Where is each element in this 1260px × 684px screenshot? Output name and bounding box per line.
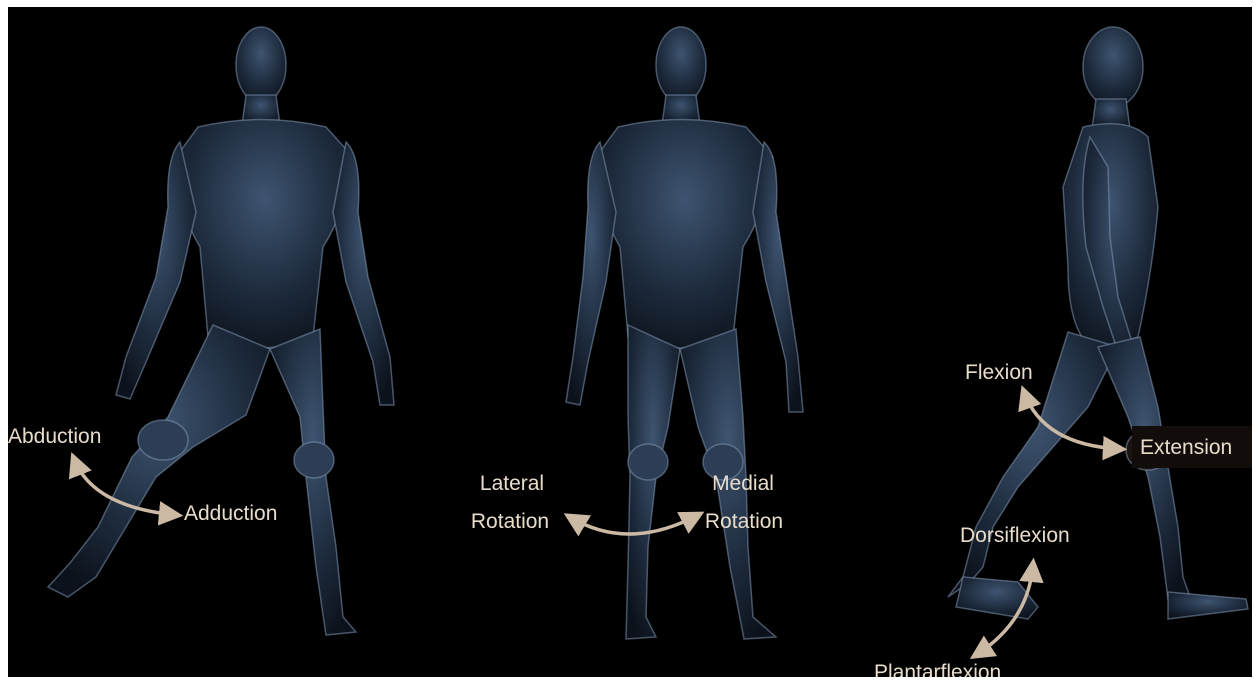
figure-2-torso xyxy=(596,120,773,349)
label-lateral-rotation: Rotation xyxy=(458,510,562,534)
figure-1-right-arm xyxy=(333,142,394,405)
label-flexion: Flexion xyxy=(965,361,1033,385)
figure-3-head xyxy=(1083,27,1143,107)
label-abduction: Abduction xyxy=(8,425,101,449)
figures-layer xyxy=(8,7,1252,677)
label-medial-rotation: Rotation xyxy=(692,510,796,534)
label-adduction: Adduction xyxy=(184,502,277,526)
figure-1-left-leg xyxy=(48,325,270,597)
diagram-canvas: Abduction Adduction Lateral Rotation Med… xyxy=(8,7,1252,677)
label-medial: Medial xyxy=(698,472,788,496)
label-lateral: Lateral xyxy=(470,472,554,496)
figure-2-right-arm xyxy=(753,142,803,412)
figure-1-right-knee xyxy=(294,442,334,478)
figure-1-head xyxy=(236,27,286,103)
figure-1-right-leg xyxy=(270,329,356,635)
figure-2-head xyxy=(656,27,706,103)
figure-front-abduction xyxy=(48,27,394,635)
figure-1-left-knee xyxy=(138,420,188,460)
label-dorsiflexion: Dorsiflexion xyxy=(960,524,1070,548)
figure-2-left-knee xyxy=(628,444,668,480)
figure-1-left-arm xyxy=(116,142,196,399)
figure-2-left-arm xyxy=(566,142,616,405)
label-extension: Extension xyxy=(1140,436,1232,460)
figure-2-left-leg xyxy=(626,325,680,639)
figure-front-rotation xyxy=(566,27,803,639)
figure-3-front-foot xyxy=(1168,592,1248,619)
figure-1-torso xyxy=(176,120,353,349)
label-plantarflexion: Plantarflexion xyxy=(874,661,1001,677)
